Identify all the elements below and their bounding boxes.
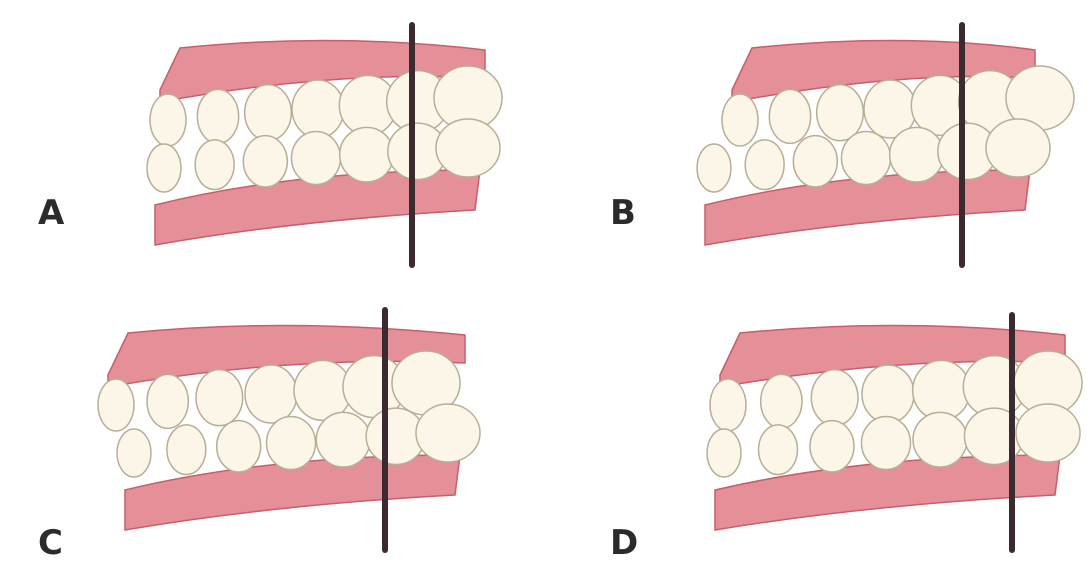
upper-tooth [197, 89, 238, 143]
upper-tooth [862, 365, 914, 423]
panel-label-d: D [610, 526, 638, 560]
lower-tooth [697, 144, 731, 192]
lower-tooth [316, 412, 370, 467]
lower-tooth [759, 425, 798, 475]
lower-tooth [842, 132, 891, 185]
upper-tooth [196, 370, 243, 426]
lower-tooth [745, 140, 784, 190]
panel-c [100, 305, 480, 555]
teeth-illustration-b [680, 20, 1050, 270]
lower-tooth [436, 119, 500, 177]
lower-tooth [117, 429, 151, 477]
upper-tooth [710, 379, 746, 431]
upper-tooth [811, 370, 858, 426]
panel-d [690, 305, 1080, 555]
upper-tooth [761, 374, 802, 428]
lower-tooth [167, 425, 206, 475]
lower-tooth [416, 404, 480, 462]
upper-tooth [722, 94, 758, 146]
lower-tooth [243, 136, 287, 187]
teeth-illustration-d [690, 305, 1080, 555]
panel-b [680, 20, 1050, 270]
upper-tooth [245, 365, 297, 423]
lower-tooth [707, 429, 741, 477]
lower-tooth [913, 412, 967, 467]
upper-tooth [769, 89, 810, 143]
panel-label-a: A [38, 196, 64, 230]
upper-tooth [913, 360, 970, 420]
upper-tooth [817, 85, 864, 141]
upper-tooth [147, 374, 188, 428]
lower-tooth [340, 127, 394, 182]
lower-tooth [217, 421, 261, 472]
lower-tooth [890, 127, 944, 182]
upper-tooth [245, 85, 292, 141]
panel-label-b: B [610, 196, 636, 230]
lower-tooth [267, 417, 316, 470]
teeth-illustration-a [130, 20, 500, 270]
upper-tooth [98, 379, 134, 431]
lower-tooth [1016, 404, 1080, 462]
lower-tooth [793, 136, 837, 187]
lower-tooth [810, 421, 854, 472]
upper-tooth [292, 80, 344, 138]
lower-tooth [195, 140, 234, 190]
panel-label-c: C [38, 526, 63, 560]
lower-tooth [862, 417, 911, 470]
upper-tooth [150, 94, 186, 146]
lower-tooth [292, 132, 341, 185]
lower-tooth [147, 144, 181, 192]
lower-tooth [986, 119, 1050, 177]
teeth-illustration-c [100, 305, 480, 555]
panel-a [130, 20, 500, 270]
